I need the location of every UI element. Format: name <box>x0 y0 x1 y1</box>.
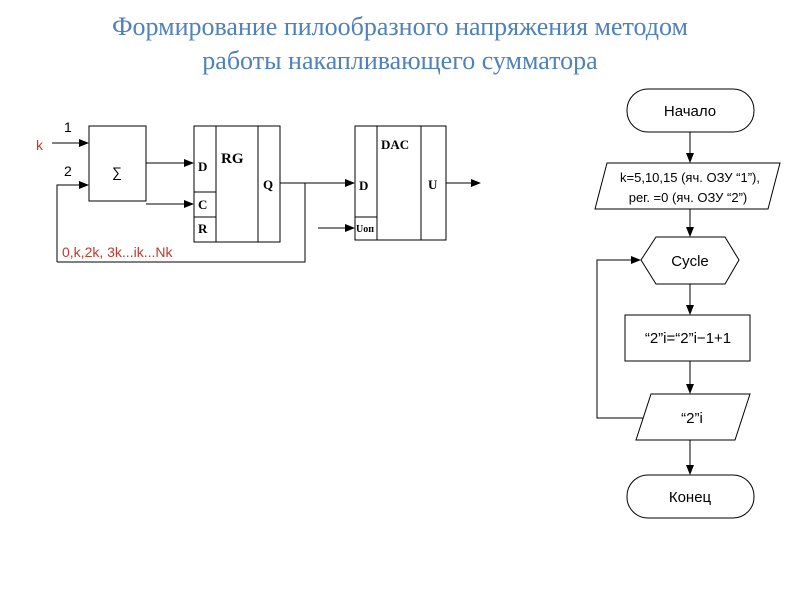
cycle-hexagon <box>640 236 740 285</box>
loop-back-arrow <box>596 256 643 419</box>
init-parallelogram <box>594 162 781 210</box>
init-line-2: рег. =0 (яч. ОЗУ “2”) <box>629 190 748 205</box>
process-box <box>624 314 751 362</box>
end-terminator <box>626 474 755 519</box>
end-label: Конец <box>669 489 712 506</box>
circuit-diagram <box>52 125 481 263</box>
rg-q-label: Q <box>263 177 273 192</box>
input-k-label: k <box>36 137 44 153</box>
process-label: “2”i=“2”i−1+1 <box>645 330 731 347</box>
output-label: “2”i <box>681 410 703 427</box>
input-1-label: 1 <box>64 119 72 135</box>
page-title: Формирование пилообразного напряжения ме… <box>0 10 800 78</box>
rg-r-label: R <box>198 221 208 236</box>
register-block <box>193 125 281 243</box>
input-2-arrow <box>56 181 89 262</box>
cycle-label: Cycle <box>671 253 709 270</box>
init-line-1: k=5,10,15 (яч. ОЗУ “1”), <box>620 170 760 185</box>
sequence-label: 0,k,2k, 3k...ik...Nk <box>62 244 173 260</box>
title-line-2: работы накапливающего сумматора <box>202 46 598 75</box>
dac-uop-label: Uоп <box>356 224 374 235</box>
start-label: Начало <box>664 103 716 120</box>
dac-d-label: D <box>359 178 368 193</box>
dac-label: DAC <box>381 137 409 152</box>
title-line-1: Формирование пилообразного напряжения ме… <box>111 12 688 41</box>
rg-c-label: C <box>198 197 207 212</box>
rg-label: RG <box>221 151 244 167</box>
dac-u-label: U <box>428 177 438 192</box>
input-2-label: 2 <box>64 163 72 179</box>
rg-d-label: D <box>198 159 207 174</box>
feedback-line <box>57 183 306 263</box>
sum-symbol: ∑ <box>112 164 122 180</box>
output-parallelogram <box>635 393 751 441</box>
flowchart <box>594 88 781 519</box>
